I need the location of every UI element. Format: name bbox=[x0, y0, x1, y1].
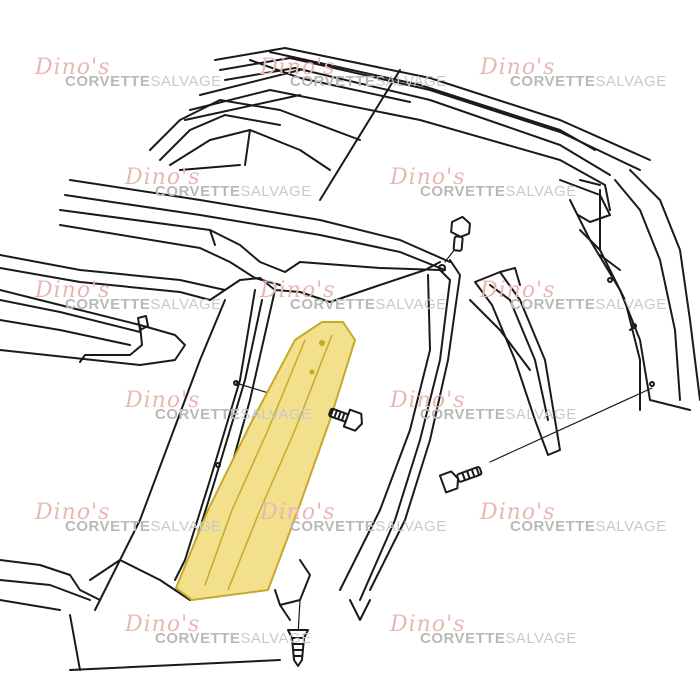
screw-icon[interactable] bbox=[438, 462, 484, 494]
watermark-brand-bold: CORVETTE bbox=[65, 73, 151, 90]
watermark-brand-light: SALVAGE bbox=[505, 406, 577, 423]
watermark-script: Dino's bbox=[35, 55, 111, 80]
watermark-script: Dino's bbox=[260, 55, 336, 80]
watermark-brand-bold: CORVETTE bbox=[65, 296, 151, 313]
watermark-script: Dino's bbox=[480, 55, 556, 80]
watermark: Dino's CORVETTESALVAGE bbox=[480, 278, 700, 318]
watermark-brand-bold: CORVETTE bbox=[510, 518, 596, 535]
a-pillar-right bbox=[274, 259, 461, 621]
watermark: Dino's CORVETTESALVAGE bbox=[125, 165, 365, 205]
body-lower bbox=[0, 599, 291, 671]
watermark-brand-light: SALVAGE bbox=[240, 630, 312, 647]
watermark-brand-light: SALVAGE bbox=[150, 518, 222, 535]
watermark: Dino's CORVETTESALVAGE bbox=[390, 165, 630, 205]
watermark-brand-light: SALVAGE bbox=[505, 183, 577, 200]
watermark-script: Dino's bbox=[390, 165, 466, 190]
molding-hole bbox=[309, 369, 315, 375]
watermark: Dino's CORVETTESALVAGE bbox=[390, 612, 630, 652]
windshield-header bbox=[0, 179, 451, 301]
targa-opening bbox=[149, 69, 401, 201]
watermark: Dino's CORVETTESALVAGE bbox=[480, 55, 700, 95]
watermark: Dino's CORVETTESALVAGE bbox=[260, 278, 500, 318]
watermark-script: Dino's bbox=[125, 165, 201, 190]
watermark-brand-light: SALVAGE bbox=[240, 406, 312, 423]
roof-header-rail bbox=[184, 47, 651, 223]
watermark-brand-bold: CORVETTE bbox=[155, 406, 241, 423]
watermark-script: Dino's bbox=[480, 278, 556, 303]
windshield-pillar-molding[interactable] bbox=[175, 321, 356, 601]
watermark-brand-bold: CORVETTE bbox=[510, 73, 596, 90]
watermark-script: Dino's bbox=[35, 500, 111, 525]
watermark-brand-bold: CORVETTE bbox=[290, 73, 376, 90]
watermark-brand-light: SALVAGE bbox=[375, 296, 447, 313]
door-pillar-molding bbox=[474, 254, 655, 456]
watermark-brand-light: SALVAGE bbox=[505, 630, 577, 647]
watermark-brand-light: SALVAGE bbox=[595, 518, 667, 535]
molding-hole bbox=[319, 340, 325, 346]
watermark-brand-bold: CORVETTE bbox=[290, 518, 376, 535]
watermark-brand-light: SALVAGE bbox=[150, 296, 222, 313]
watermark-brand-bold: CORVETTE bbox=[420, 183, 506, 200]
watermark-script: Dino's bbox=[390, 388, 466, 413]
watermark-brand-bold: CORVETTE bbox=[65, 518, 151, 535]
watermark-brand-light: SALVAGE bbox=[375, 73, 447, 90]
watermark-brand-bold: CORVETTE bbox=[290, 296, 376, 313]
push-pin-fastener-icon[interactable] bbox=[287, 629, 309, 667]
watermark: Dino's CORVETTESALVAGE bbox=[260, 55, 500, 95]
watermark-script: Dino's bbox=[480, 500, 556, 525]
screw-icon[interactable] bbox=[327, 404, 365, 433]
watermark-script: Dino's bbox=[35, 278, 111, 303]
watermark-brand-bold: CORVETTE bbox=[420, 630, 506, 647]
watermark-brand-bold: CORVETTE bbox=[510, 296, 596, 313]
watermark: Dino's CORVETTESALVAGE bbox=[390, 388, 630, 428]
watermark-script: Dino's bbox=[260, 278, 336, 303]
watermark: Dino's CORVETTESALVAGE bbox=[480, 500, 700, 540]
watermark-script: Dino's bbox=[125, 388, 201, 413]
watermark-brand-light: SALVAGE bbox=[150, 73, 222, 90]
watermark: Dino's CORVETTESALVAGE bbox=[260, 500, 500, 540]
watermark-brand-light: SALVAGE bbox=[595, 296, 667, 313]
watermark-script: Dino's bbox=[125, 612, 201, 637]
watermark-brand-light: SALVAGE bbox=[240, 183, 312, 200]
watermark-brand-bold: CORVETTE bbox=[155, 630, 241, 647]
watermark: Dino's CORVETTESALVAGE bbox=[125, 612, 365, 652]
watermark-script: Dino's bbox=[260, 500, 336, 525]
screw-icon[interactable] bbox=[450, 215, 471, 252]
watermark-brand-light: SALVAGE bbox=[595, 73, 667, 90]
watermark: Dino's CORVETTESALVAGE bbox=[35, 278, 275, 318]
watermark-brand-bold: CORVETTE bbox=[420, 406, 506, 423]
watermark-brand-bold: CORVETTE bbox=[155, 183, 241, 200]
watermark: Dino's CORVETTESALVAGE bbox=[35, 55, 275, 95]
watermark-brand-light: SALVAGE bbox=[375, 518, 447, 535]
quarter-panel bbox=[469, 169, 700, 411]
watermark: Dino's CORVETTESALVAGE bbox=[125, 388, 365, 428]
watermark-script: Dino's bbox=[390, 612, 466, 637]
sun-visor bbox=[0, 289, 186, 366]
watermark: Dino's CORVETTESALVAGE bbox=[35, 500, 275, 540]
